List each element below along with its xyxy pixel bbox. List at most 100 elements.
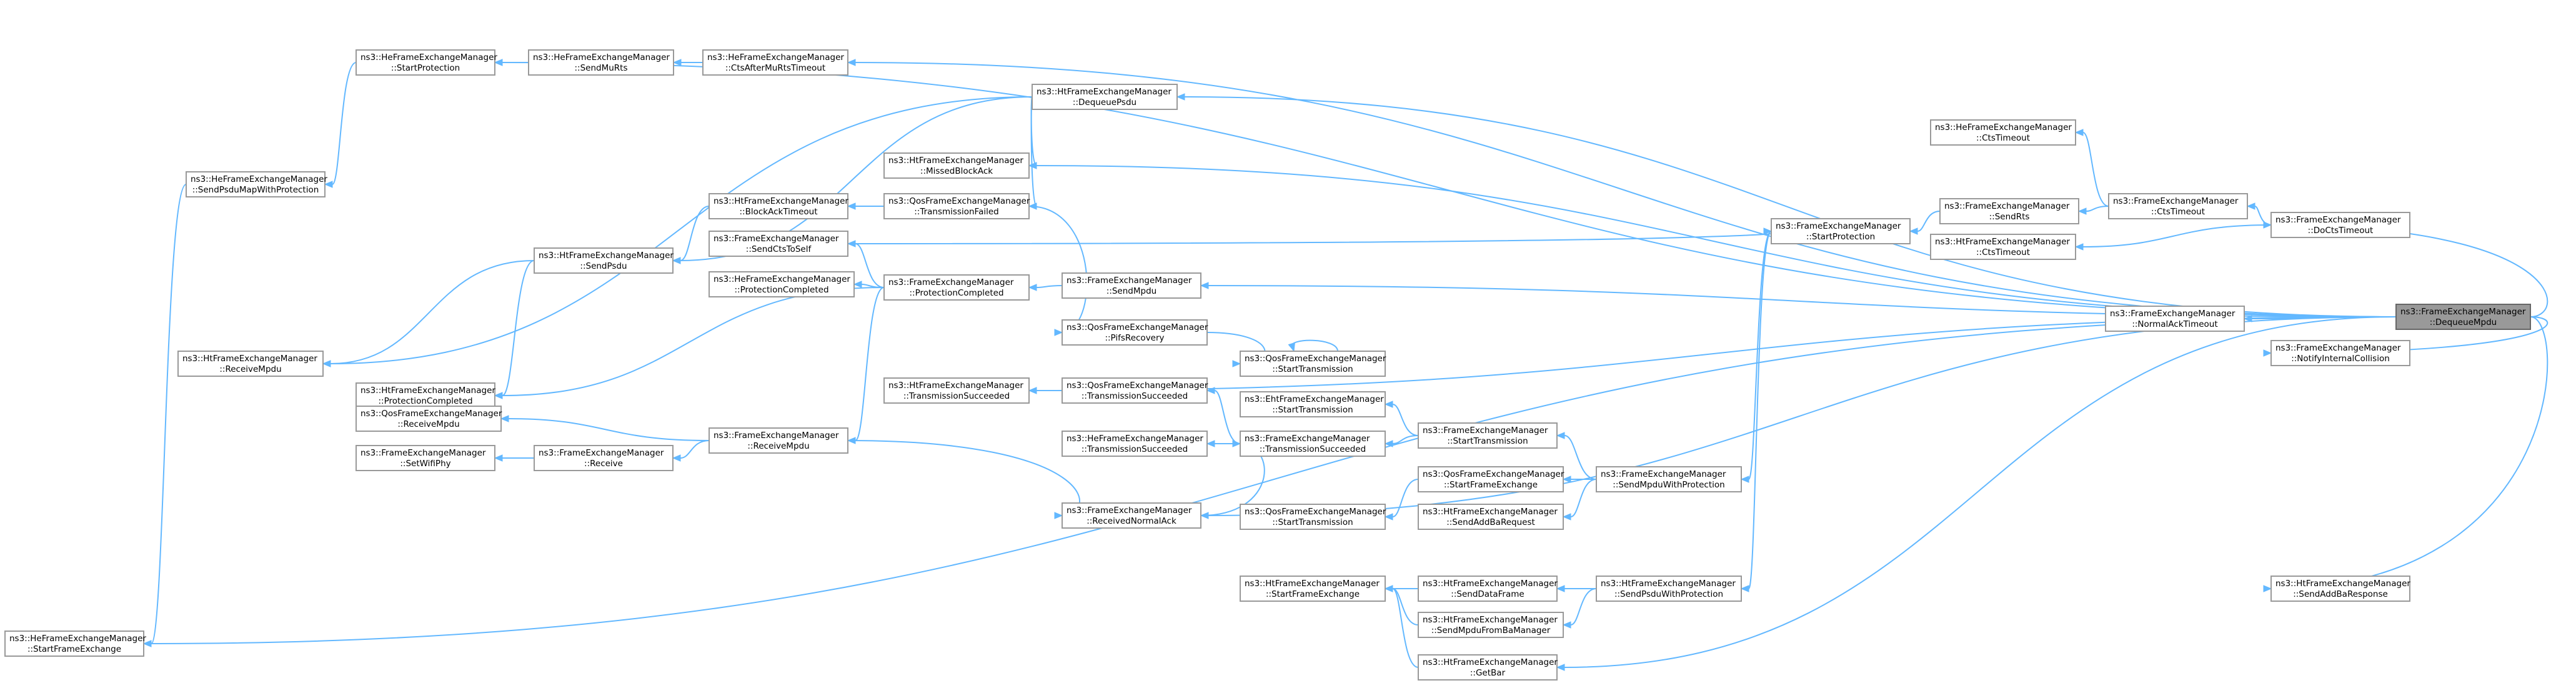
node-class-label: ns3::QosFrameExchangeManager [1067,322,1208,332]
edge-arrowhead [1232,440,1241,447]
node-ht-dequeue-psdu[interactable]: ns3::HtFrameExchangeManager::DequeuePsdu [1032,84,1178,110]
node-fm-send-mpdu[interactable]: ns3::FrameExchangeManager::SendMpdu [1062,272,1201,299]
node-ht-send-psdu-with-prot[interactable]: ns3::HtFrameExchangeManager::SendPsduWit… [1596,576,1742,602]
node-fm-do-cts-timeout[interactable]: ns3::FrameExchangeManager::DoCtsTimeout [2270,212,2410,238]
node-method-label: ::TransmissionSucceeded [1082,391,1188,401]
edge-line [1564,316,2397,668]
node-box [356,445,495,471]
node-ht-send-add-ba-req[interactable]: ns3::HtFrameExchangeManager::SendAddBaRe… [1418,504,1564,530]
node-method-label: ::BlockAckTimeout [740,207,818,217]
edge-arrowhead [1562,621,1571,629]
node-ht-missed-block-ack[interactable]: ns3::HtFrameExchangeManager::MissedBlock… [883,152,1030,179]
edge-arrowhead [494,454,503,462]
node-fm-receive[interactable]: ns3::FrameExchangeManager::Receive [534,445,674,471]
edge-line [1290,339,1338,352]
node-qos-trans-failed[interactable]: ns3::QosFrameExchangeManager::Transmissi… [883,193,1030,219]
node-box [1062,431,1208,457]
edge-line [680,440,710,459]
node-qos-start-trans[interactable]: ns3::QosFrameExchangeManager::StartTrans… [1240,351,1386,377]
node-qos-pifs-recovery[interactable]: ns3::QosFrameExchangeManager::PifsRecove… [1062,319,1208,346]
node-he-start-frame-ex[interactable]: ns3::HeFrameExchangeManager::StartFrameE… [4,631,146,657]
node-he-send-psdu-map[interactable]: ns3::HeFrameExchangeManager::SendPsduMap… [186,171,327,197]
node-qos-start-trans2[interactable]: ns3::QosFrameExchangeManager::StartTrans… [1240,504,1386,530]
node-box [709,271,855,297]
node-he-prot-completed[interactable]: ns3::HeFrameExchangeManager::ProtectionC… [709,271,855,297]
edge-fm-prot-completed-to-fm-receive-mpdu [847,287,885,444]
node-class-label: ns3::HtFrameExchangeManager [1037,87,1171,97]
node-fm-trans-succeeded[interactable]: ns3::FrameExchangeManager::TransmissionS… [1240,431,1386,457]
node-fm-send-rts[interactable]: ns3::FrameExchangeManager::SendRts [1939,198,2079,224]
node-he-cts-after-mu-rts[interactable]: ns3::HeFrameExchangeManager::CtsAfterMuR… [702,49,848,76]
node-fm-start-prot[interactable]: ns3::FrameExchangeManager::StartProtecti… [1771,218,1911,244]
node-box [1596,576,1742,602]
edge-line [855,62,2397,317]
node-box [1930,234,2076,260]
node-fm-send-mpdu-with-prot[interactable]: ns3::FrameExchangeManager::SendMpduWithP… [1596,466,1742,492]
node-ht-block-ack-timeout[interactable]: ns3::HtFrameExchangeManager::BlockAckTim… [709,193,848,219]
edge-line [1036,165,2397,317]
node-box [1240,576,1386,602]
edge-arrowhead [1384,401,1393,408]
edge-arrowhead [1562,513,1571,521]
node-focus[interactable]: ns3::FrameExchangeManager::DequeueMpdu [2395,304,2531,330]
node-method-label: ::ReceiveMpdu [397,419,459,429]
node-ht-send-psdu[interactable]: ns3::HtFrameExchangeManager::SendPsdu [534,247,674,274]
node-class-label: ns3::HeFrameExchangeManager [191,174,327,184]
node-box [1032,84,1178,110]
node-fm-receive-mpdu[interactable]: ns3::FrameExchangeManager::ReceiveMpdu [709,427,848,454]
node-ht-send-data-frame[interactable]: ns3::HtFrameExchangeManager::SendDataFra… [1418,576,1558,602]
node-qos-start-frame-ex[interactable]: ns3::QosFrameExchangeManager::StartFrame… [1418,466,1564,492]
node-qos-receive-mpdu[interactable]: ns3::QosFrameExchangeManager::ReceiveMpd… [356,406,502,432]
node-fm-set-wifi-phy[interactable]: ns3::FrameExchangeManager::SetWifiPhy [356,445,495,471]
node-ht-cts-timeout[interactable]: ns3::HtFrameExchangeManager::CtsTimeout [1930,234,2076,260]
edge-line [1030,96,1037,207]
edge-focus-to-he-start-frame-ex [142,316,2397,647]
node-ht-prot-completed[interactable]: ns3::HtFrameExchangeManager::ProtectionC… [356,382,495,409]
edge-fm-send-cts-to-self-to-fm-start-prot [847,227,1783,244]
node-he-start-prot[interactable]: ns3::HeFrameExchangeManager::StartProtec… [356,49,497,76]
edge-line [1392,404,1419,436]
edge-fm-send-rts-to-fm-start-prot [1909,211,1941,235]
node-fm-normal-ack-timeout[interactable]: ns3::FrameExchangeManager::NormalAckTime… [2105,306,2245,332]
node-he-send-mu-rts[interactable]: ns3::HeFrameExchangeManager::SendMuRts [528,49,674,76]
edge-arrowhead [1740,585,1749,592]
node-ht-get-bar[interactable]: ns3::HtFrameExchangeManager::GetBar [1418,654,1558,681]
node-ht-trans-succeeded[interactable]: ns3::HtFrameExchangeManager::Transmissio… [883,377,1030,404]
node-qos-trans-succeeded[interactable]: ns3::QosFrameExchangeManager::Transmissi… [1062,377,1208,404]
node-class-label: ns3::HtFrameExchangeManager [1423,657,1558,667]
node-he-cts-timeout[interactable]: ns3::HeFrameExchangeManager::CtsTimeout [1930,119,2076,146]
node-fm-received-normal-ack[interactable]: ns3::FrameExchangeManager::ReceivedNorma… [1062,502,1201,529]
edge-arrowhead [500,415,509,422]
node-ht-receive-mpdu[interactable]: ns3::HtFrameExchangeManager::ReceiveMpdu [177,351,324,377]
node-method-label: ::CtsAfterMuRtsTimeout [725,63,825,73]
node-method-label: ::SendRts [1989,212,2030,222]
node-ht-send-mpdu-from-ba[interactable]: ns3::HtFrameExchangeManager::SendMpduFro… [1418,612,1564,638]
node-fm-prot-completed[interactable]: ns3::FrameExchangeManager::ProtectionCom… [883,274,1030,301]
node-class-label: ns3::HeFrameExchangeManager [707,52,844,62]
edge-focus-to-ht-dequeue-psdu [1176,93,2397,317]
node-method-label: ::SetWifiPhy [400,459,450,469]
node-ht-start-frame-ex[interactable]: ns3::HtFrameExchangeManager::StartFrameE… [1240,576,1386,602]
edge-line [1564,435,1597,480]
node-method-label: ::SendPsdu [580,261,627,271]
node-fm-start-trans[interactable]: ns3::FrameExchangeManager::StartTransmis… [1418,422,1558,449]
node-box [1240,431,1386,457]
node-class-label: ns3::FrameExchangeManager [1423,426,1548,436]
node-fm-cts-timeout[interactable]: ns3::FrameExchangeManager::CtsTimeout [2108,193,2248,219]
edge-line [1570,479,1597,517]
edge-fm-cts-timeout-to-he-cts-timeout [2074,129,2109,207]
node-box [2270,212,2410,238]
edge-line [1208,316,2397,516]
node-ht-send-add-ba-resp[interactable]: ns3::HtFrameExchangeManager::SendAddBaRe… [2270,576,2410,602]
node-class-label: ns3::HtFrameExchangeManager [888,156,1023,166]
edge-arrowhead [2077,207,2087,215]
node-fm-send-cts-to-self[interactable]: ns3::FrameExchangeManager::SendCtsToSelf [709,231,848,257]
node-method-label: ::StartTransmission [1272,405,1353,415]
node-box [1771,218,1911,244]
node-he-trans-succeeded[interactable]: ns3::HeFrameExchangeManager::Transmissio… [1062,431,1208,457]
edge-line [2082,132,2109,207]
node-fm-notify-internal-collision[interactable]: ns3::FrameExchangeManager::NotifyInterna… [2270,340,2410,366]
node-method-label: ::GetBar [1470,668,1506,678]
node-eht-start-trans[interactable]: ns3::EhtFrameExchangeManager::StartTrans… [1240,391,1386,417]
edge-line [1392,435,1419,444]
